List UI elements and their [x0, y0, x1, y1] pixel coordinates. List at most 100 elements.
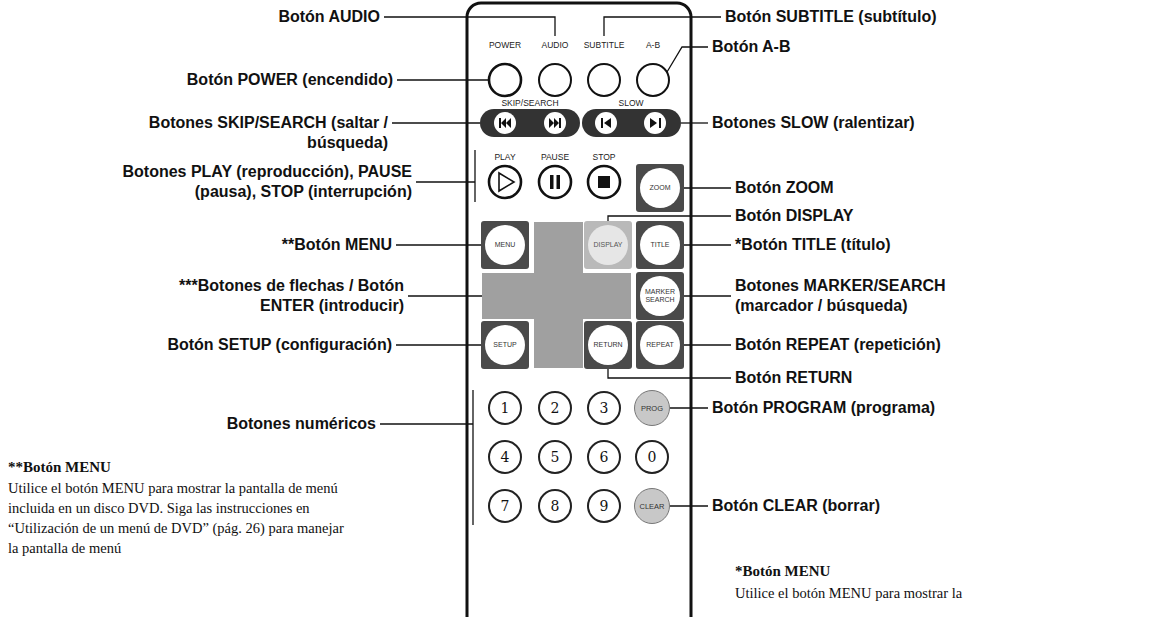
callout-label: Botón POWER (encendido) — [187, 70, 393, 90]
leader-lines-part — [396, 344, 482, 345]
leader-lines-part — [670, 505, 708, 506]
round-button: 5 — [538, 440, 572, 474]
square-button: SETUP — [481, 321, 529, 369]
arrow-pad-part — [482, 273, 631, 319]
square-button: ZOOM — [636, 164, 684, 212]
skip-slow-buttons-part — [559, 118, 561, 128]
round-button: 7 — [488, 489, 522, 523]
leader-lines-part — [472, 390, 473, 525]
skip-slow-buttons-part — [595, 112, 617, 134]
square-button: DISPLAY — [584, 221, 632, 269]
round-button: 8 — [538, 489, 572, 523]
square-button: RETURN — [584, 321, 632, 369]
play-pause-stop-buttons-part — [557, 175, 561, 189]
button-label: 2 — [540, 393, 570, 423]
callout-label: Botón AUDIO — [278, 7, 380, 27]
button-label: SETUP — [485, 325, 525, 365]
button-label: CLEAR — [635, 489, 669, 523]
leader-lines-part — [416, 181, 475, 182]
play-pause-stop-buttons-part — [550, 175, 554, 189]
button-caption: PLAY — [494, 152, 515, 162]
button-label: DISPLAY — [588, 225, 628, 265]
callout-label: Botón ZOOM — [735, 178, 834, 198]
leader-lines-part — [681, 122, 708, 123]
button-label: MENU — [485, 225, 525, 265]
callout-label: Botón A-B — [712, 37, 791, 57]
leader-lines — [380, 17, 731, 525]
button-label: MARKER SEARCH — [640, 276, 680, 316]
button-caption: POWER — [489, 40, 521, 50]
note-heading: **Botón MENU — [8, 458, 111, 476]
round-button: 9 — [587, 489, 621, 523]
top-buttons-part — [489, 64, 521, 96]
button-caption: PAUSE — [541, 152, 569, 162]
skip-slow-buttons-part — [480, 109, 580, 137]
button-label: TITLE — [640, 225, 680, 265]
callout-label: *Botón TITLE (título) — [735, 235, 891, 255]
grey-round-button: CLEAR — [634, 488, 670, 524]
round-button: 0 — [635, 440, 669, 474]
callout-label: Botones SLOW (ralentizar) — [712, 113, 915, 133]
round-button: 2 — [538, 391, 572, 425]
leader-lines-part — [380, 423, 473, 424]
leader-lines-part — [396, 244, 482, 245]
callout-label: Botón PROGRAM (programa) — [712, 398, 935, 418]
button-caption: SKIP/SEARCH — [501, 98, 558, 108]
callout-label: ***Botones de flechas / Botón ENTER (int… — [144, 276, 404, 316]
skip-slow-buttons-part — [604, 118, 611, 128]
button-label: 7 — [490, 491, 520, 521]
leader-lines-part — [683, 187, 731, 188]
callout-label: Botón REPEAT (repetición) — [735, 335, 941, 355]
leader-lines-part — [408, 295, 482, 296]
skip-slow-buttons-part — [549, 118, 559, 128]
button-label: PROG — [635, 391, 669, 425]
square-button: REPEAT — [636, 321, 684, 369]
play-pause-stop-buttons-part — [539, 166, 571, 198]
button-label: REPEAT — [640, 325, 680, 365]
button-label: 1 — [490, 393, 520, 423]
callout-label: Botones PLAY (reproducción), PAUSE (paus… — [117, 162, 412, 202]
skip-slow-buttons-part — [659, 118, 661, 128]
remote-body — [467, 3, 691, 617]
button-label: RETURN — [588, 325, 628, 365]
button-label: 5 — [540, 442, 570, 472]
leader-lines-part — [608, 368, 731, 378]
skip-slow-buttons-part — [494, 112, 516, 134]
round-button: 6 — [587, 440, 621, 474]
leader-lines-part — [683, 295, 731, 296]
skip-slow-buttons-part — [650, 118, 657, 128]
button-caption: STOP — [593, 152, 616, 162]
round-button: 1 — [488, 391, 522, 425]
remote-body-part — [467, 3, 691, 617]
button-label: 3 — [589, 393, 619, 423]
play-pause-stop-buttons-part — [499, 173, 514, 191]
button-caption: SUBTITLE — [584, 40, 625, 50]
square-button: MARKER SEARCH — [636, 272, 684, 320]
callout-label: Botón RETURN — [735, 368, 852, 388]
leader-lines-part — [683, 344, 731, 345]
button-label: 9 — [589, 491, 619, 521]
callout-label: Botón CLEAR (borrar) — [712, 496, 880, 516]
callout-label: Botón SETUP (configuración) — [167, 335, 392, 355]
skip-slow-buttons-part — [582, 109, 681, 137]
button-label: 6 — [589, 442, 619, 472]
callout-label: Botón DISPLAY — [735, 206, 854, 226]
top-buttons-part — [588, 64, 620, 96]
leader-lines-part — [604, 17, 721, 36]
skip-slow-buttons-part — [644, 112, 666, 134]
leader-lines-part — [474, 150, 475, 202]
skip-slow-buttons-part — [499, 118, 501, 128]
leader-lines-part — [667, 47, 708, 72]
play-pause-stop-buttons-part — [588, 166, 620, 198]
leader-lines-part — [397, 79, 489, 80]
leader-lines-part — [384, 17, 555, 36]
note-text: Utilice el botón MENU para mostrar la pa… — [8, 478, 353, 558]
button-caption: AUDIO — [542, 40, 569, 50]
skip-slow-buttons-part — [601, 118, 603, 128]
square-button: MENU — [481, 221, 529, 269]
grey-round-button: PROG — [634, 390, 670, 426]
leader-lines-part — [670, 407, 708, 408]
play-pause-stop-buttons — [489, 166, 620, 198]
leader-lines-part — [683, 244, 731, 245]
